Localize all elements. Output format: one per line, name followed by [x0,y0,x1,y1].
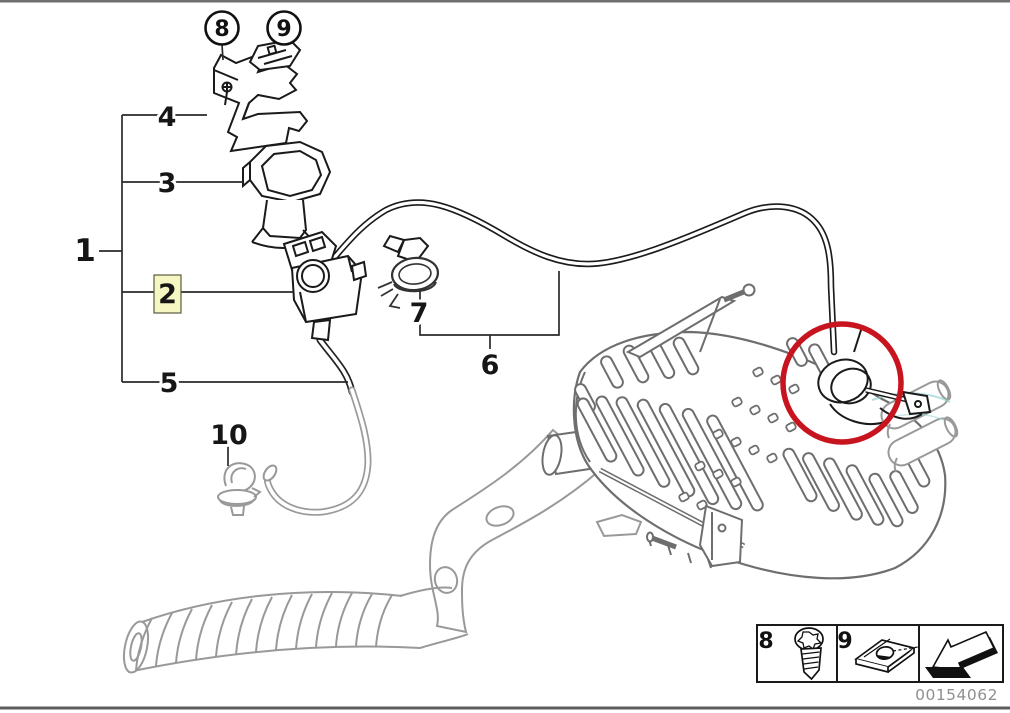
legend-box: 8 9 [756,624,1004,683]
mounting-bracket [213,38,309,153]
speed-nut-on-bracket [248,38,302,72]
red-highlight-circle [780,321,904,445]
callout-lines [99,44,560,466]
callout-7: 7 [410,298,429,329]
top-border-rule [0,0,1010,3]
balloon-9-number: 9 [276,17,291,42]
torx-screw-icon [794,627,824,681]
front-pipe-flex-section [122,591,421,674]
callout-2: 2 [158,279,177,310]
legend-9-number: 9 [837,629,852,654]
muffler-shield-holes [678,366,800,511]
bottom-border-rule [0,706,1010,710]
muffler-rear-bracket [598,467,746,568]
callout-4: 4 [158,102,177,133]
balloon-9-circle [266,10,302,46]
callout-10: 10 [210,420,248,451]
callout-labels: 1 4 3 2 5 7 6 10 [71,99,502,454]
callout-2-highlight-box [153,274,182,314]
balloon-8-circle [204,10,240,46]
part-number: 00154062 [915,686,998,704]
muffler-hanger-bracket-top [625,283,756,359]
balloon-callouts: 8 9 [204,10,302,46]
rubber-holder [242,140,332,249]
speed-nut-icon [854,638,919,674]
direction-arrow-icon [925,630,998,678]
muffler-shield-slots-right [782,337,931,528]
callout-1: 1 [74,233,96,269]
grommet-holder [377,234,440,309]
muffler-shield-slots-left [574,336,764,512]
solenoid-valve [282,230,368,342]
vacuum-hose-long [329,199,838,356]
callout-6: 6 [481,350,500,381]
callout-3: 3 [158,168,177,199]
hose-clip [217,462,262,516]
legend-dividers [836,625,920,682]
callout-5: 5 [160,368,179,399]
vacuum-hose-short [262,336,372,516]
legend-8-number: 8 [758,629,773,654]
connecting-pipe [399,428,643,649]
balloon-8-number: 8 [214,17,229,42]
